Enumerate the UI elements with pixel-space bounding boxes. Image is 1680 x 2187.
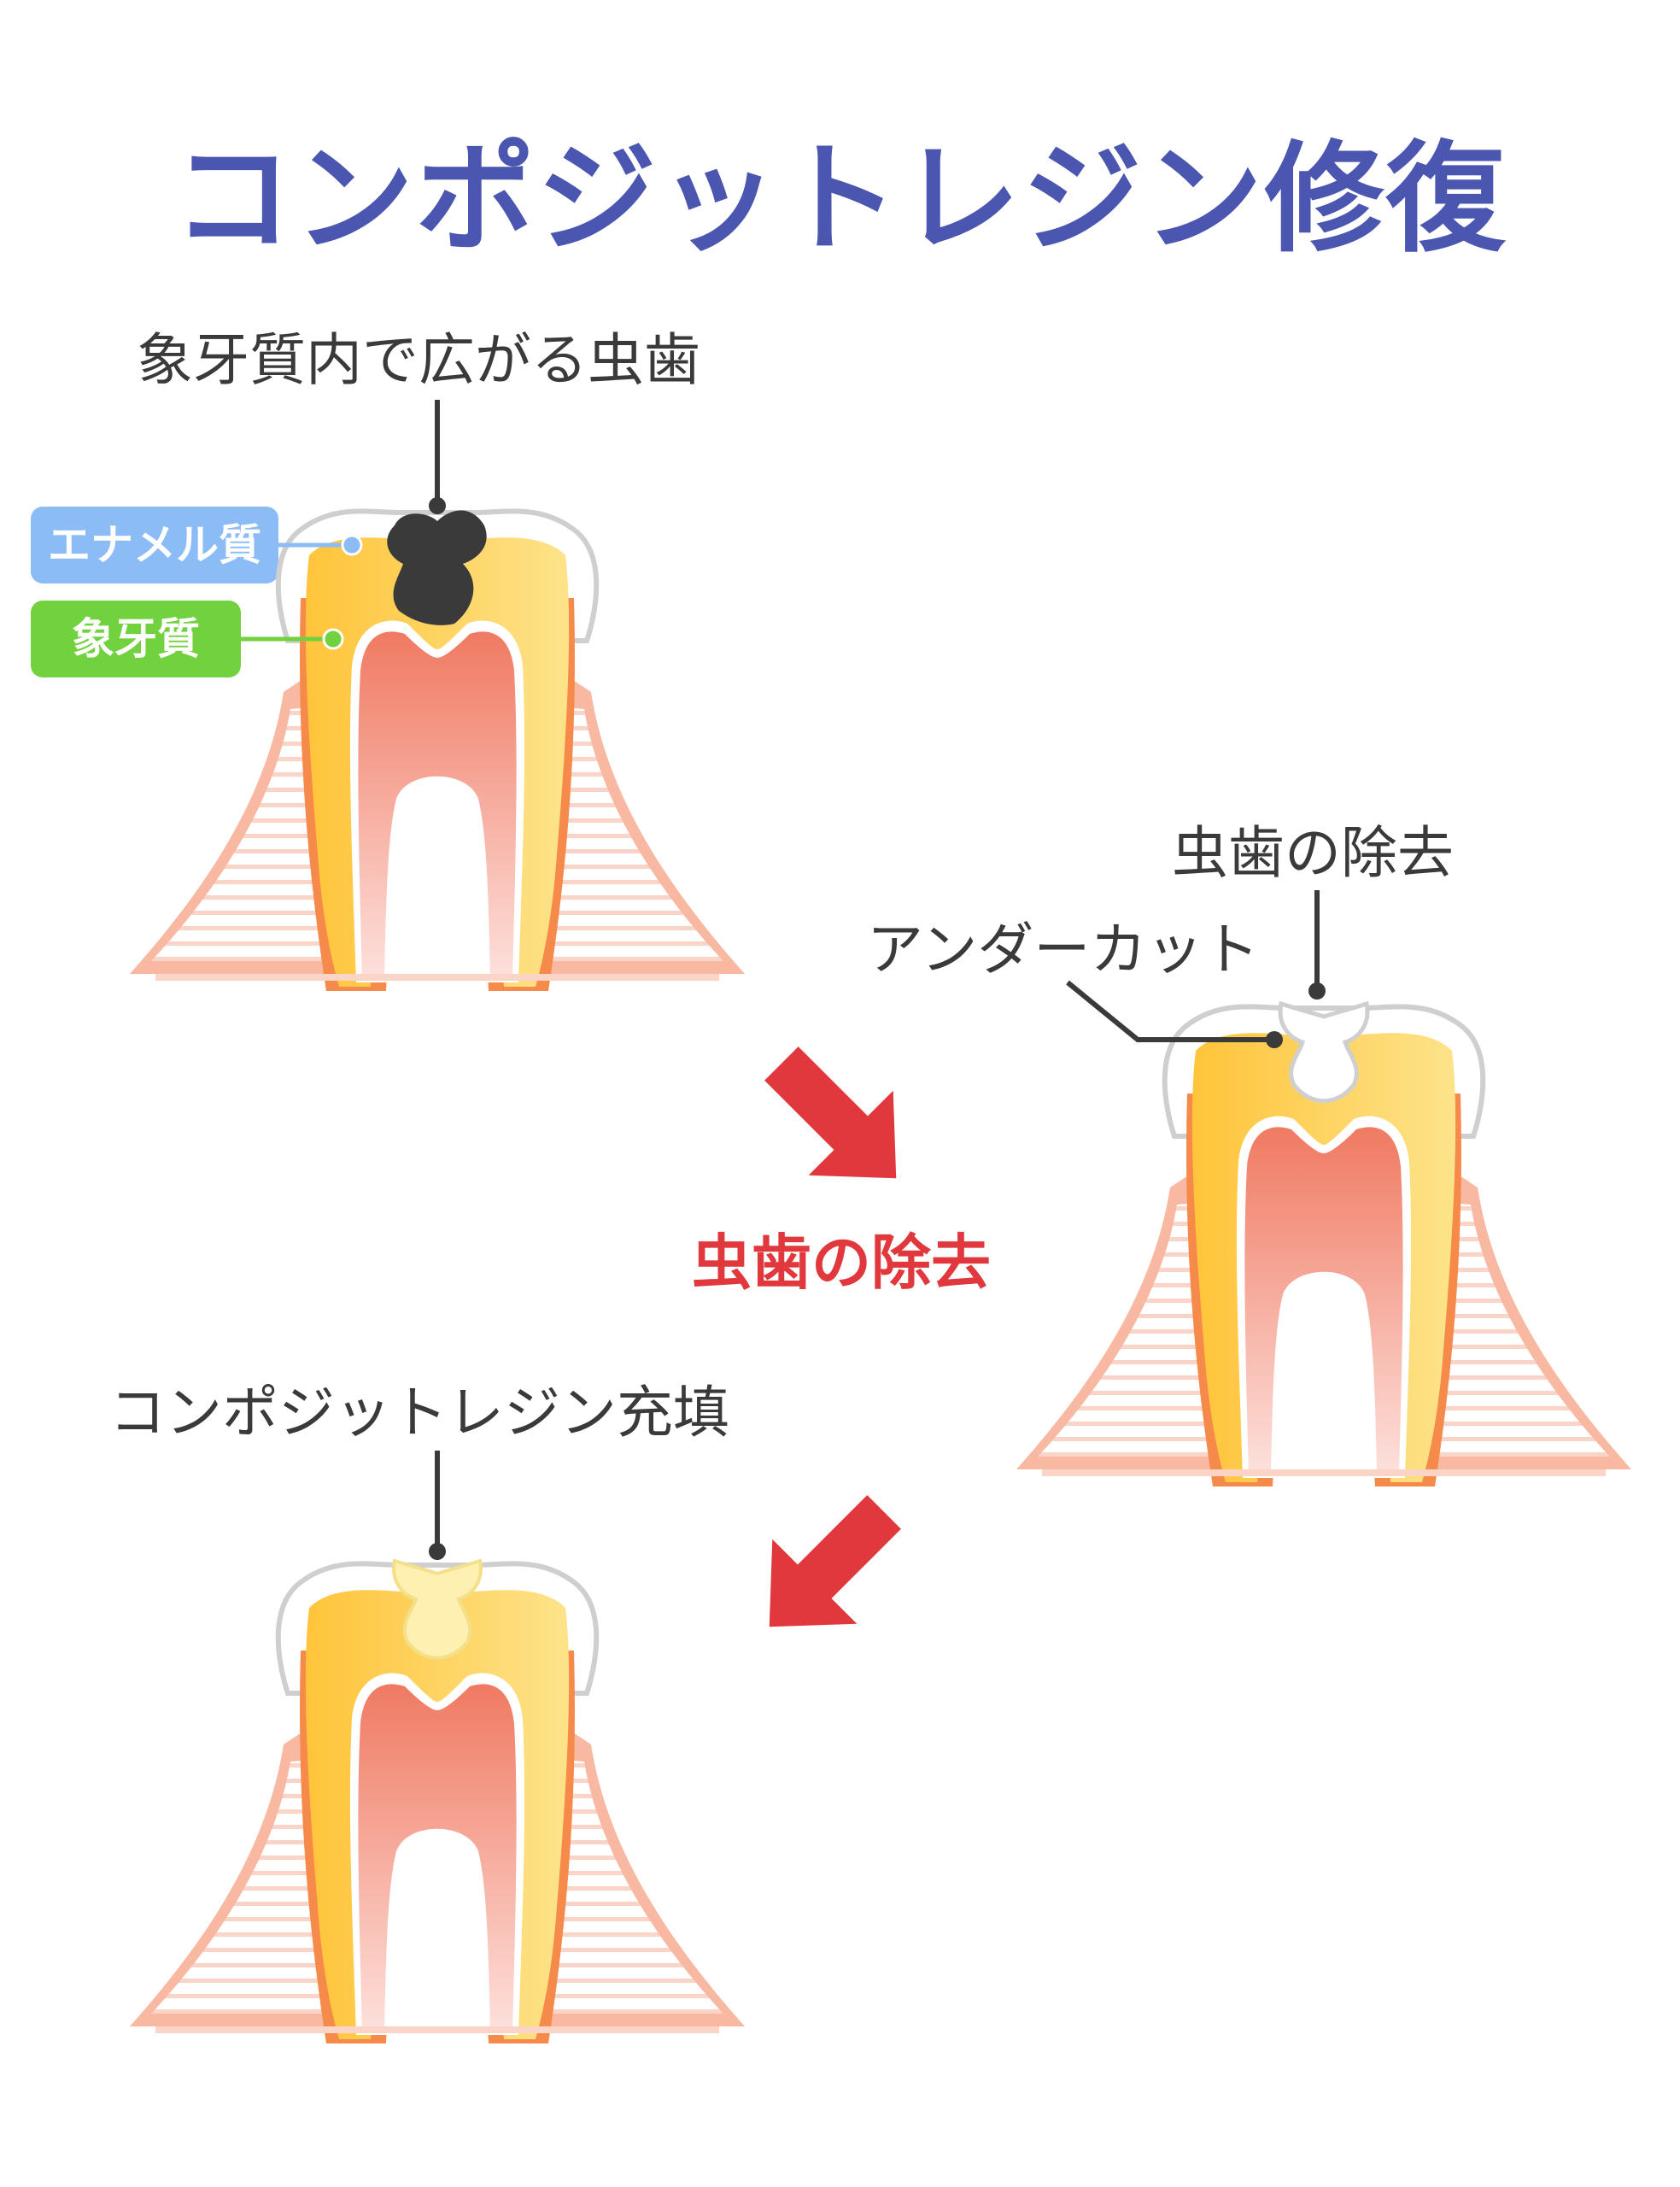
step-label: 虫歯の除去 [692, 1228, 991, 1298]
arrow-down-left-icon [769, 1495, 901, 1627]
tooth-prepared-icon [1016, 1000, 1631, 1486]
arrow-down-right-icon [764, 1047, 897, 1179]
caries-label: 象牙質内で広がる虫歯 [137, 327, 700, 393]
dentin-tag: 象牙質 [31, 601, 241, 677]
page-title: コンポジットレジン修復 [173, 130, 1507, 269]
filling-label: コンポジットレジン充填 [109, 1380, 729, 1445]
tooth-caries-icon [130, 511, 745, 992]
undercut-label: アンダーカット [867, 917, 1260, 982]
removal-label: 虫歯の除去 [1172, 820, 1454, 886]
undercut-pointer [1066, 980, 1273, 1042]
tooth-filled-icon [130, 1558, 745, 2043]
enamel-tag: エナメル質 [31, 507, 278, 583]
